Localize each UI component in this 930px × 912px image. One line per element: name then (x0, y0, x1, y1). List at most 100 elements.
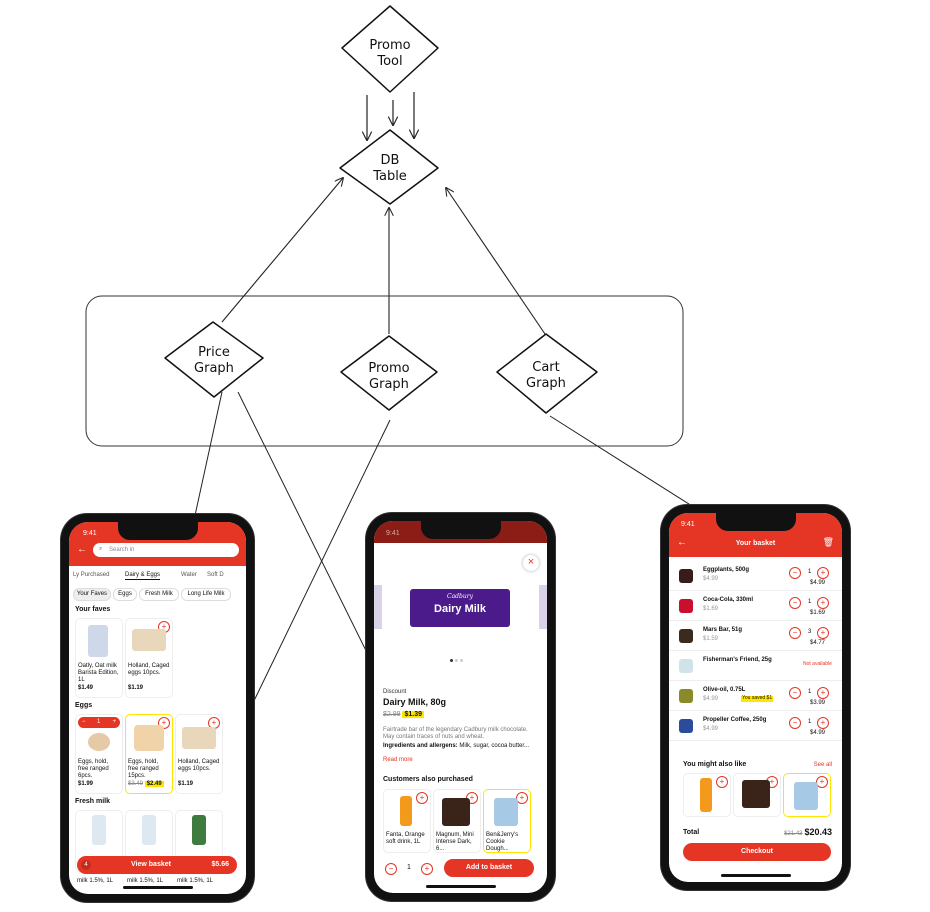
availability-note: Not available (803, 661, 832, 667)
plus-icon[interactable]: + (817, 687, 829, 699)
tab-soft-drinks[interactable]: Soft D (207, 572, 224, 578)
product-thumb (679, 689, 693, 703)
plus-icon[interactable]: + (112, 719, 116, 725)
basket-total: $5.66 (211, 861, 229, 868)
pill-eggs[interactable]: Eggs (113, 588, 137, 601)
item-total: $4.99 (810, 580, 826, 586)
product-card[interactable]: + Holland, Caged eggs 10pcs. $1.19 (125, 618, 173, 698)
product-card[interactable]: + Ben&Jerry's Cookie Dough... (483, 789, 531, 853)
quantity-value: 1 (808, 719, 812, 725)
minus-icon[interactable]: − (789, 597, 801, 609)
product-card[interactable]: − 1 + Eggs, hold, free ranged 6pcs. $1.9… (75, 714, 123, 794)
pill-long-life-milk[interactable]: Long Life Milk (181, 588, 231, 601)
ingredients-row: Ingredients and allergens: Milk, sugar, … (383, 743, 535, 750)
product-image (142, 815, 156, 845)
quantity-value: 3 (808, 629, 812, 635)
minus-icon[interactable]: − (789, 687, 801, 699)
read-more-link[interactable]: Read more (383, 757, 413, 763)
product-card[interactable]: + (683, 773, 731, 817)
db-table-label-1: DB (381, 153, 400, 168)
total-label: Total (683, 829, 700, 836)
tab-dairy-eggs[interactable]: Dairy & Eggs (125, 572, 161, 580)
basket-row[interactable]: Mars Bar, 51g$1.59−3+$4.77 (669, 621, 842, 651)
status-time: 9:41 (386, 530, 400, 537)
node-promo-graph: Promo Graph (340, 335, 438, 411)
product-card[interactable]: + Magnum, Mini Intense Dark, 6... (433, 789, 481, 853)
item-name: Fisherman's Friend, 25g (703, 657, 772, 663)
plus-icon[interactable]: + (817, 567, 829, 579)
minus-icon[interactable]: − (82, 719, 86, 725)
checkout-label: Checkout (741, 848, 773, 855)
minus-icon[interactable]: − (789, 567, 801, 579)
node-price-graph: Price Graph (164, 321, 264, 398)
carousel-next-hint (539, 585, 547, 629)
add-icon[interactable]: + (208, 717, 220, 729)
product-name: Eggs, hold, free ranged 15pcs. (128, 759, 159, 779)
product-card[interactable]: + Fanta, Orange soft drink, 1L (383, 789, 431, 853)
close-button[interactable]: × (523, 555, 539, 571)
product-card[interactable]: + (783, 773, 831, 817)
product-price-row: $3.49 $2.49 (128, 781, 164, 788)
quantity-stepper[interactable]: − 1 + (78, 717, 120, 728)
pill-fresh-milk[interactable]: Fresh Milk (139, 588, 179, 601)
minus-icon[interactable]: − (789, 717, 801, 729)
price-graph-label-1: Price (198, 345, 230, 360)
plus-icon[interactable]: + (817, 597, 829, 609)
product-price: $1.19 (128, 685, 144, 691)
ingredients-text: Milk, sugar, cocoa butter... (459, 743, 530, 749)
trash-icon[interactable]: 🗑 (822, 537, 834, 547)
phone-basket-screen: 9:41 ← Your basket 🗑 Eggplants, 500g$4.9… (661, 505, 850, 890)
add-icon[interactable]: + (716, 776, 728, 788)
product-thumb (679, 599, 693, 613)
plus-icon[interactable]: + (421, 863, 433, 875)
item-unit-price: $4.99 (703, 726, 719, 732)
checkout-button[interactable]: Checkout (683, 843, 831, 861)
pill-your-faves[interactable]: Your Faves (73, 588, 111, 601)
product-card[interactable]: Oatly, Oat milk Barista Edition, 1L $1.4… (75, 618, 123, 698)
quantity-value: 1 (407, 864, 411, 871)
quantity-value: 1 (808, 569, 812, 575)
add-icon[interactable]: + (416, 792, 428, 804)
product-image (182, 727, 216, 749)
product-card[interactable]: + Holland, Caged eggs 10pcs. $1.19 (175, 714, 223, 794)
node-promo-tool: Promo Tool (341, 5, 439, 93)
product-title: Dairy Milk, 80g (383, 697, 447, 707)
item-name: Coca-Cola, 330ml (703, 597, 754, 603)
tab-purchased[interactable]: Ly Purchased (73, 572, 110, 578)
basket-row[interactable]: Eggplants, 500g$4.99−1+$4.99 (669, 561, 842, 591)
add-icon[interactable]: + (516, 792, 528, 804)
product-name: milk 1.5%, 1L (177, 878, 214, 884)
total-value: $20.43 (804, 827, 832, 837)
tab-water[interactable]: Water (181, 572, 197, 578)
product-image (88, 733, 110, 751)
see-all-link[interactable]: See all (813, 762, 832, 768)
product-name: Eggs, hold, free ranged 6pcs. (78, 759, 109, 779)
basket-row[interactable]: Coca-Cola, 330ml$1.69−1+$1.69 (669, 591, 842, 621)
plus-icon[interactable]: + (817, 717, 829, 729)
category-tabs: Ly Purchased Dairy & Eggs Water Soft D (73, 572, 243, 584)
section-eggs: Eggs (75, 702, 93, 709)
minus-icon[interactable]: − (789, 627, 801, 639)
product-thumb (679, 719, 693, 733)
node-cart-graph: Cart Graph (496, 333, 598, 414)
search-input[interactable]: ⌕ Search in (93, 543, 239, 557)
search-icon: ⌕ (99, 546, 103, 552)
product-card[interactable]: + (733, 773, 781, 817)
carousel-prev-hint (374, 585, 382, 629)
node-db-table: DB Table (339, 129, 439, 205)
product-image (494, 798, 518, 826)
product-image (134, 725, 164, 751)
back-arrow-icon[interactable]: ← (677, 537, 687, 548)
add-to-basket-button[interactable]: Add to basket (444, 859, 534, 877)
search-placeholder: Search in (109, 547, 135, 553)
view-basket-button[interactable]: 4 View basket $5.66 (77, 856, 237, 874)
minus-icon[interactable]: − (385, 863, 397, 875)
basket-title: Your basket (735, 540, 776, 547)
basket-row[interactable]: Propeller Coffee, 250g$4.99−1+$4.99 (669, 711, 842, 741)
plus-icon[interactable]: + (817, 627, 829, 639)
product-price: $2.49 (144, 781, 164, 787)
product-card[interactable]: + Eggs, hold, free ranged 15pcs. $3.49 $… (125, 714, 173, 794)
back-arrow-icon[interactable]: ← (77, 544, 87, 555)
